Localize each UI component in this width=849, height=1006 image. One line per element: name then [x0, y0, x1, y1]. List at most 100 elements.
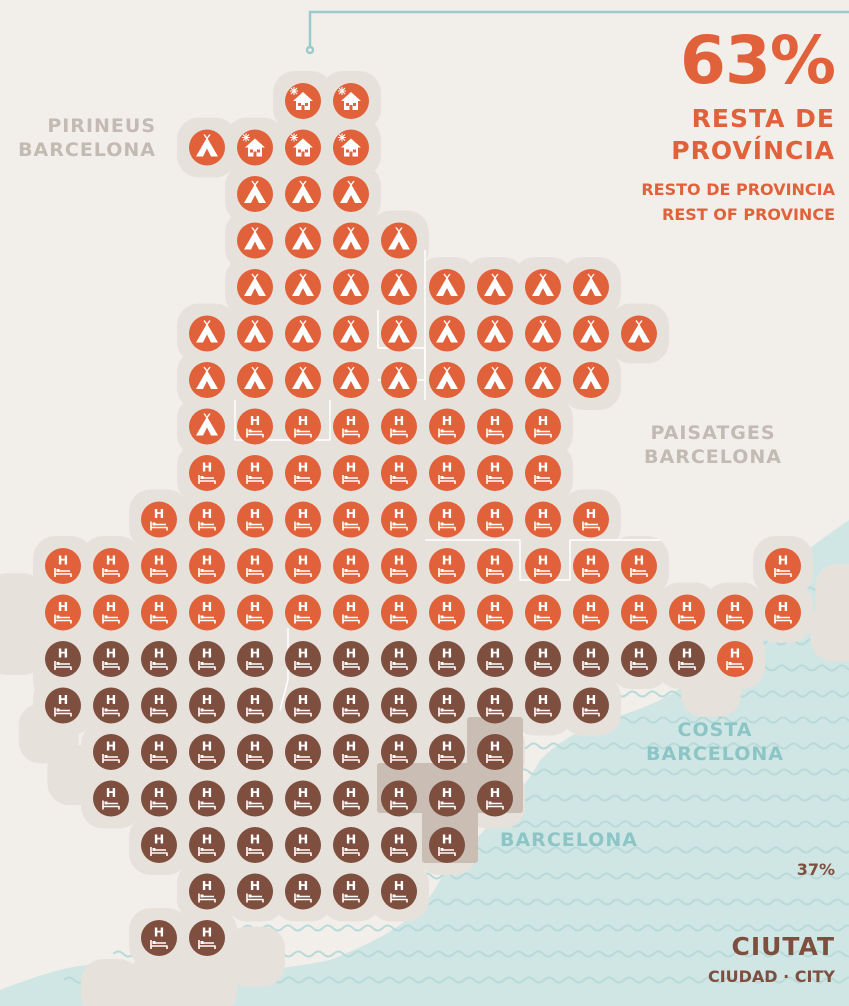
- svg-text:H: H: [298, 599, 308, 614]
- hotel-icon: H: [237, 501, 273, 538]
- svg-text:H: H: [346, 460, 356, 475]
- svg-text:H: H: [298, 832, 308, 847]
- svg-text:H: H: [58, 599, 68, 614]
- hotel-icon: H: [381, 827, 417, 863]
- costa-line1: COSTA: [677, 719, 753, 741]
- hotel-icon: H: [189, 780, 225, 817]
- svg-text:H: H: [346, 878, 356, 893]
- svg-text:H: H: [250, 739, 260, 754]
- svg-text:H: H: [154, 832, 164, 847]
- svg-text:H: H: [394, 878, 404, 893]
- region-label-barcelona: BARCELONA: [500, 829, 638, 851]
- land-tile: [177, 954, 237, 1006]
- svg-text:H: H: [106, 785, 116, 800]
- svg-text:H: H: [250, 785, 260, 800]
- land-tile: [81, 959, 141, 1006]
- svg-text:H: H: [394, 832, 404, 847]
- hotel-icon: H: [573, 641, 609, 677]
- svg-text:H: H: [490, 739, 500, 754]
- hotel-icon: H: [573, 501, 609, 538]
- svg-text:H: H: [490, 785, 500, 800]
- region-label-costa: COSTA BARCELONA: [630, 718, 800, 766]
- hotel-icon: H: [429, 501, 465, 538]
- tent-icon: [237, 315, 273, 352]
- svg-text:H: H: [250, 646, 260, 661]
- svg-text:H: H: [490, 413, 500, 428]
- hotel-icon: H: [237, 873, 273, 910]
- hotel-icon: H: [45, 548, 81, 584]
- svg-text:H: H: [202, 599, 212, 614]
- svg-text:H: H: [442, 553, 452, 568]
- tent-icon: [189, 129, 225, 166]
- svg-text:H: H: [730, 599, 740, 614]
- tent-icon: [621, 315, 657, 352]
- svg-text:H: H: [538, 692, 548, 707]
- hotel-icon: H: [381, 734, 417, 770]
- svg-text:H: H: [394, 506, 404, 521]
- svg-text:H: H: [538, 460, 548, 475]
- tent-icon: [381, 362, 417, 398]
- hotel-icon: H: [429, 734, 465, 770]
- hotel-icon: H: [381, 408, 417, 445]
- hotel-icon: H: [93, 641, 129, 677]
- svg-text:H: H: [586, 506, 596, 521]
- hotel-icon: H: [669, 641, 705, 677]
- hotel-icon: H: [189, 641, 225, 677]
- land-tile: [225, 926, 285, 987]
- costa-line2: BARCELONA: [646, 743, 784, 765]
- hotel-icon: H: [333, 594, 369, 631]
- tent-icon: [381, 315, 417, 352]
- city-subtitle: CIUDAD · CITY: [707, 967, 835, 986]
- hotel-icon: H: [141, 548, 177, 584]
- tent-icon: [189, 362, 225, 398]
- hotel-icon: H: [477, 455, 513, 491]
- svg-text:H: H: [298, 739, 308, 754]
- land-tile: [47, 745, 108, 806]
- hotel-icon: H: [333, 687, 369, 724]
- hotel-icon: H: [285, 827, 321, 863]
- hotel-icon: H: [141, 501, 177, 538]
- svg-text:H: H: [106, 739, 116, 754]
- hotel-icon: H: [525, 455, 561, 491]
- svg-text:H: H: [442, 506, 452, 521]
- svg-text:H: H: [58, 692, 68, 707]
- svg-text:H: H: [154, 553, 164, 568]
- city-percent: 37%: [796, 860, 835, 879]
- svg-text:H: H: [442, 692, 452, 707]
- svg-text:H: H: [490, 599, 500, 614]
- tent-icon: [333, 315, 369, 352]
- svg-text:H: H: [202, 925, 212, 940]
- svg-text:H: H: [154, 739, 164, 754]
- hotel-icon: H: [621, 641, 657, 677]
- svg-text:H: H: [106, 646, 116, 661]
- hotel-icon: H: [141, 827, 177, 863]
- svg-text:H: H: [250, 460, 260, 475]
- svg-text:H: H: [202, 832, 212, 847]
- svg-text:H: H: [538, 646, 548, 661]
- svg-text:H: H: [394, 692, 404, 707]
- tent-icon: [285, 315, 321, 352]
- hotel-icon: H: [573, 548, 609, 584]
- svg-text:H: H: [298, 878, 308, 893]
- hotel-icon: H: [141, 594, 177, 631]
- svg-text:H: H: [250, 832, 260, 847]
- hotel-icon: H: [333, 780, 369, 817]
- svg-text:H: H: [346, 506, 356, 521]
- svg-text:H: H: [682, 599, 692, 614]
- hotel-icon: H: [93, 548, 129, 584]
- svg-text:H: H: [730, 646, 740, 661]
- hotel-icon: H: [45, 687, 81, 724]
- rural-house-icon: [333, 83, 369, 119]
- hotel-icon: H: [381, 780, 417, 817]
- tent-icon: [237, 176, 273, 212]
- hotel-icon: H: [477, 780, 513, 817]
- svg-text:H: H: [298, 553, 308, 568]
- hotel-icon: H: [285, 455, 321, 491]
- province-percent: 63%: [680, 22, 836, 99]
- svg-text:H: H: [154, 646, 164, 661]
- hotel-icon: H: [525, 501, 561, 538]
- hotel-icon: H: [189, 873, 225, 910]
- hotel-icon: H: [141, 734, 177, 770]
- tent-icon: [573, 315, 609, 352]
- land-tile: [0, 573, 45, 634]
